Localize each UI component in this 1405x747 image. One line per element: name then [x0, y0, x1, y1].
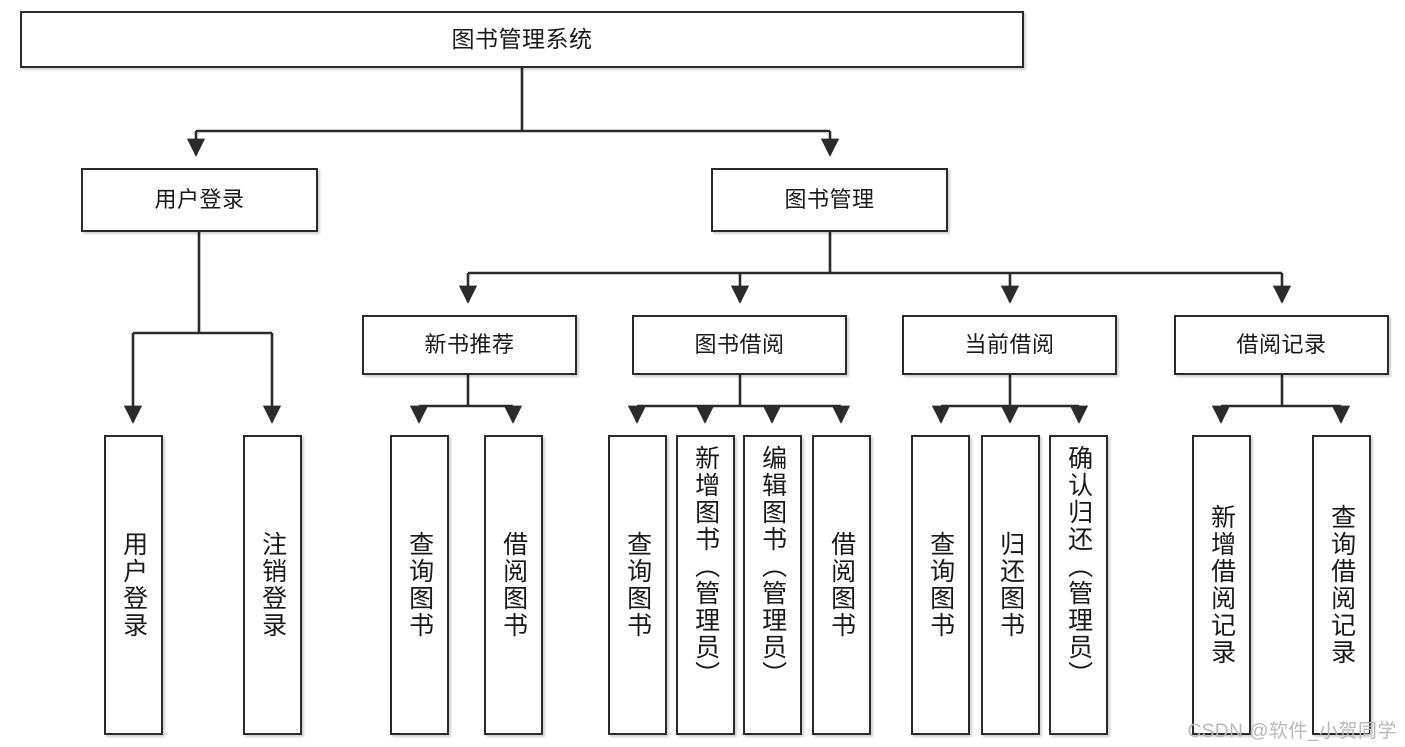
node-leaf-current-borrow-query[interactable]: 查询图书 — [911, 435, 970, 735]
node-leaf-book-borrow-add[interactable]: 新增图书（管理员） — [676, 435, 735, 735]
node-leaf-book-borrow-borrow[interactable]: 借阅图书 — [812, 435, 871, 735]
node-new-book-recommendation[interactable]: 新书推荐 — [362, 315, 577, 375]
node-user-login[interactable]: 用户登录 — [81, 168, 318, 232]
node-label: 当前借阅 — [964, 332, 1055, 358]
node-label: 查询图书 — [623, 531, 652, 639]
node-leaf-borrow-record-add[interactable]: 新增借阅记录 — [1192, 435, 1251, 735]
node-label: 图书借阅 — [694, 332, 785, 358]
node-borrow-records[interactable]: 借阅记录 — [1174, 315, 1389, 375]
node-label: 图书管理 — [784, 187, 875, 213]
node-leaf-book-borrow-query[interactable]: 查询图书 — [608, 435, 667, 735]
node-leaf-current-borrow-confirm-return[interactable]: 确认归还（管理员） — [1049, 435, 1108, 735]
node-root-library-management-system[interactable]: 图书管理系统 — [20, 11, 1024, 68]
node-leaf-book-borrow-edit[interactable]: 编辑图书（管理员） — [743, 435, 802, 735]
node-label: 查询借阅记录 — [1327, 504, 1356, 666]
node-label: 新书推荐 — [424, 332, 515, 358]
node-label: 借阅图书 — [499, 531, 528, 639]
node-leaf-new-book-borrow[interactable]: 借阅图书 — [484, 435, 543, 735]
node-current-borrowing[interactable]: 当前借阅 — [902, 315, 1117, 375]
node-label: 确认归还（管理员） — [1064, 445, 1093, 688]
node-label: 注销登录 — [258, 531, 287, 639]
node-leaf-user-login-login[interactable]: 用户登录 — [104, 435, 163, 735]
node-book-borrowing[interactable]: 图书借阅 — [632, 315, 847, 375]
node-label: 用户登录 — [154, 187, 245, 213]
node-leaf-current-borrow-return[interactable]: 归还图书 — [981, 435, 1040, 735]
node-label: 用户登录 — [119, 531, 148, 639]
node-label: 新增借阅记录 — [1207, 504, 1236, 666]
node-leaf-borrow-record-query[interactable]: 查询借阅记录 — [1312, 435, 1371, 735]
node-label: 归还图书 — [996, 531, 1025, 639]
node-label: 借阅图书 — [827, 531, 856, 639]
node-label: 查询图书 — [926, 531, 955, 639]
node-label: 图书管理系统 — [451, 25, 593, 52]
node-leaf-new-book-query[interactable]: 查询图书 — [390, 435, 449, 735]
node-label: 编辑图书（管理员） — [758, 445, 787, 688]
node-leaf-user-login-logout[interactable]: 注销登录 — [243, 435, 302, 735]
node-label: 查询图书 — [405, 531, 434, 639]
node-book-management[interactable]: 图书管理 — [711, 168, 948, 232]
node-label: 借阅记录 — [1236, 332, 1327, 358]
node-label: 新增图书（管理员） — [691, 445, 720, 688]
